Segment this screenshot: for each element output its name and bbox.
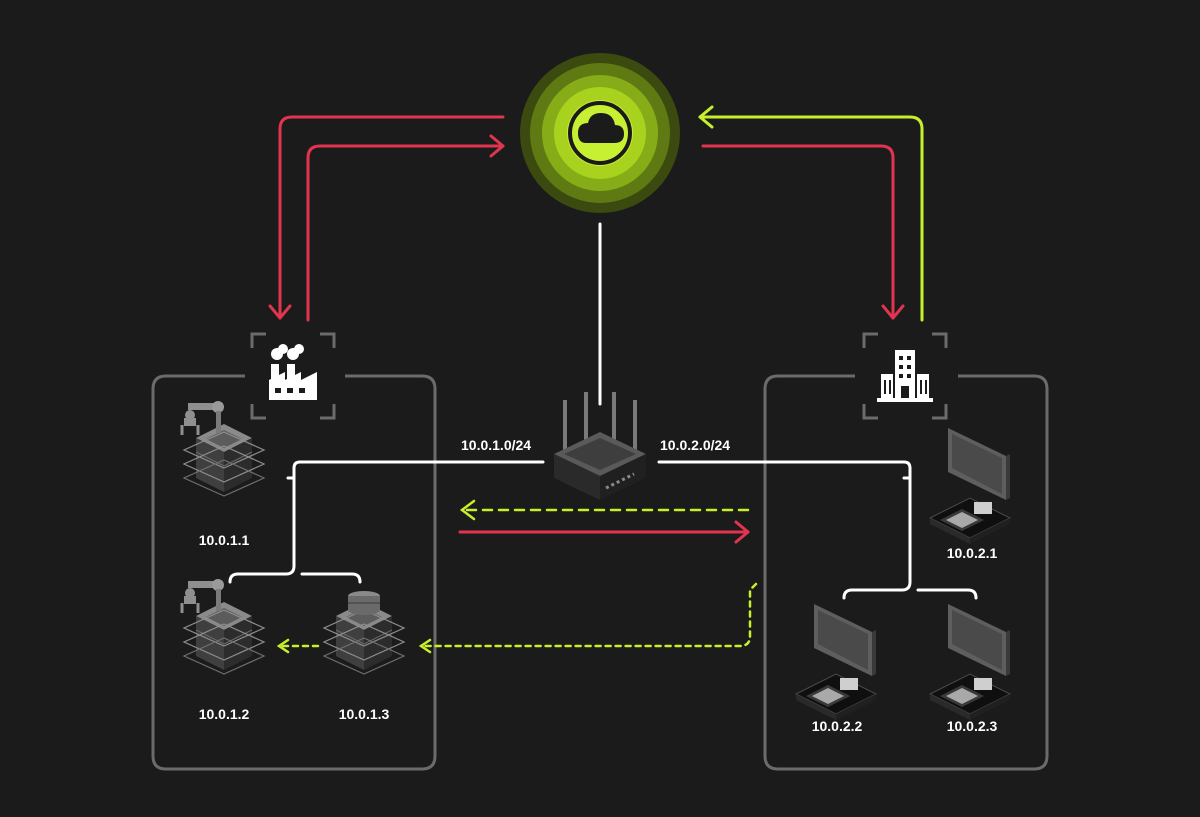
host-10-0-1-1-label: 10.0.1.1 bbox=[198, 532, 250, 548]
request-arrows bbox=[268, 115, 905, 544]
network-wires bbox=[228, 222, 978, 600]
robot-arm-icon bbox=[180, 577, 226, 615]
router-icon bbox=[554, 392, 646, 500]
server-stack-icon bbox=[183, 423, 265, 497]
factory-icon-frame bbox=[250, 332, 336, 420]
cloud-icon bbox=[520, 53, 680, 213]
host-10-0-2-1-label: 10.0.2.1 bbox=[946, 545, 998, 561]
database-icon bbox=[348, 591, 380, 615]
response-arrows bbox=[698, 105, 924, 322]
host-10-0-1-2-label: 10.0.1.2 bbox=[198, 706, 250, 722]
robot-arm-icon bbox=[180, 399, 226, 437]
host-10-0-1-3-label: 10.0.1.3 bbox=[338, 706, 390, 722]
office-building-icon bbox=[877, 350, 933, 402]
factory-icon bbox=[269, 344, 317, 400]
office-icon-frame bbox=[862, 332, 948, 420]
desktop-computer-icon bbox=[929, 603, 1011, 721]
host-10-0-2-2-label: 10.0.2.2 bbox=[811, 718, 863, 734]
host-10-0-2-3-label: 10.0.2.3 bbox=[946, 718, 998, 734]
subnet-a-label: 10.0.1.0/24 bbox=[461, 437, 532, 453]
desktop-computer-icon bbox=[795, 603, 877, 721]
left-network-panel bbox=[151, 374, 437, 771]
right-network-panel bbox=[763, 374, 1049, 771]
subnet-b-label: 10.0.2.0/24 bbox=[660, 437, 731, 453]
desktop-computer-icon bbox=[929, 427, 1011, 545]
response-arrows-dashed bbox=[276, 499, 758, 654]
server-stack-icon bbox=[183, 601, 265, 675]
